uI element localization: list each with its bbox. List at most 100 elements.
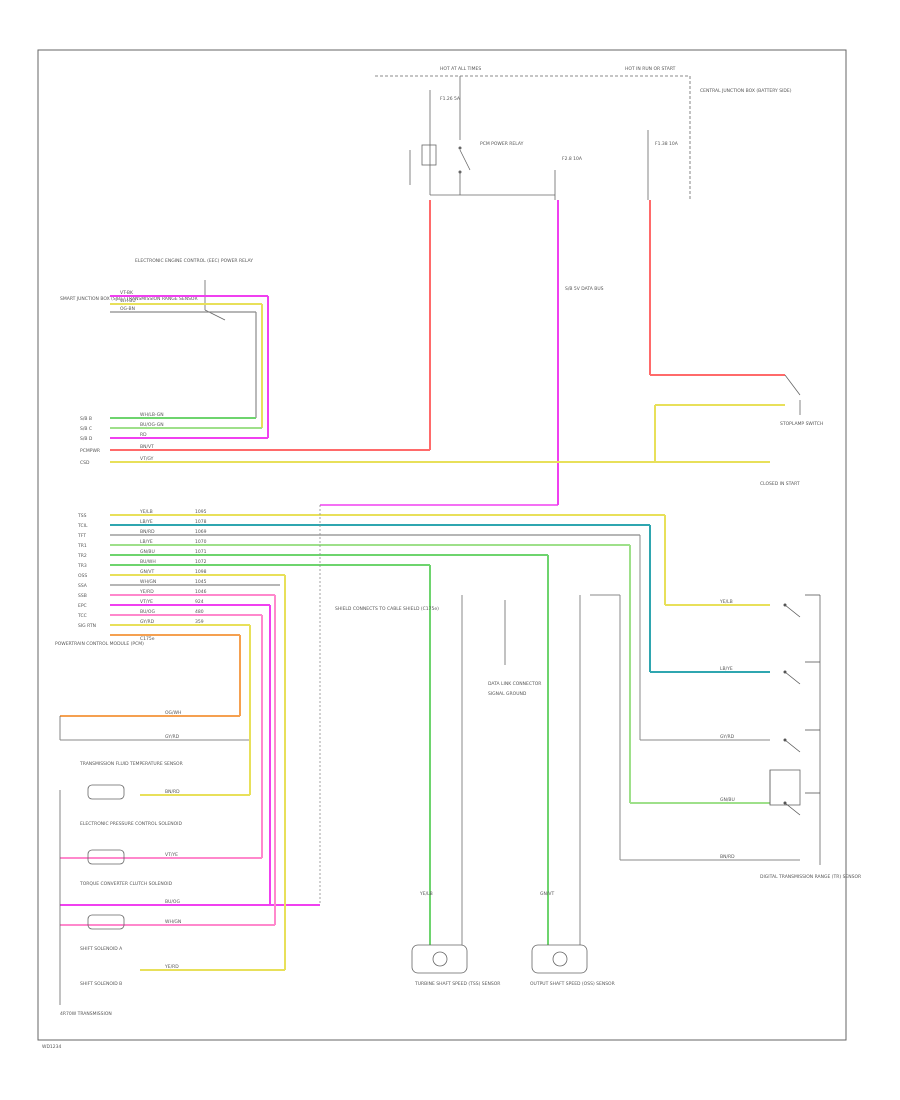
- pcm-b2-pin-name: SSA: [78, 583, 88, 589]
- pcm-b2-pin-name: TCC: [77, 613, 87, 619]
- left-wire-1: GY/RD: [165, 734, 180, 740]
- right-wire-2: GY/RD: [720, 734, 735, 740]
- fuse-pcm-label: F1.26 5A: [440, 96, 461, 102]
- left-wire-3: VT/YE: [165, 852, 178, 858]
- center-label-dlc: DATA LINK CONNECTOR: [488, 681, 541, 687]
- right-wire-1: LB/YE: [720, 666, 733, 672]
- footer-code: WD1234: [42, 1044, 62, 1050]
- right-range-sensor-wires: YE/LB LB/YE GY/RD GN/BU BN/RD DIGITAL TR…: [590, 515, 861, 880]
- top-pin-1: VT-BK: [120, 290, 134, 296]
- pcm-b1-wire-2: RD: [140, 432, 147, 438]
- pcm-b1-wire-0: WH/LB-GN: [140, 412, 164, 418]
- right-wire-4: BN/RD: [720, 854, 735, 860]
- pcm-b2-pin-wire: GN/BU: [140, 549, 155, 555]
- range-switch-terminal: [783, 670, 787, 674]
- range-switch-terminal: [783, 801, 787, 805]
- tss-wire: YE/LB: [419, 891, 433, 897]
- pcm-b2-pin-circuit: 1095: [195, 509, 207, 515]
- vertical-feeds: S/B 5V DATA BUS STOPLAMP SWITCH CLOSED I…: [429, 200, 823, 505]
- pcm-block-2: POWERTRAIN CONTROL MODULE (PCM) C175e: [55, 514, 665, 647]
- pcm-b2-pin-name: TR2: [77, 553, 87, 559]
- pcm-b2-pin-wire: YE/LB: [139, 509, 153, 515]
- pcm-b2-pin-name: EPC: [78, 603, 87, 609]
- pcm-b2-pin-wire: WH/GN: [140, 579, 156, 585]
- range-switch-contact: [784, 604, 801, 618]
- pcm-b1-name-0: S/B B: [80, 416, 92, 422]
- pcm-b2-pin-circuit: 480: [195, 609, 204, 615]
- range-sensor-label: DIGITAL TRANSMISSION RANGE (TR) SENSOR: [760, 874, 861, 880]
- range-switch-contact: [784, 802, 801, 816]
- right-wire-3: GN/BU: [720, 797, 735, 803]
- pcm-power-relay: F1.26 5A PCM POWER RELAY: [409, 76, 555, 196]
- pcm-b2-pin-circuit: 359: [195, 619, 204, 625]
- left-comp-2: TORQUE CONVERTER CLUTCH SOLENOID: [79, 881, 173, 887]
- left-comp-4: SHIFT SOLENOID B: [80, 981, 122, 987]
- pcm-b1-wire-3: BN/VT: [140, 444, 154, 450]
- pcm-b2-pin-wire: LB/YE: [140, 539, 153, 545]
- pcm-b2-pin-wire: GY/RD: [140, 619, 155, 625]
- oss-sensor: OUTPUT SHAFT SPEED (OSS) SENSOR GN/VT: [530, 891, 615, 987]
- pcm-top-header: ELECTRONIC ENGINE CONTROL (EEC) POWER RE…: [60, 258, 253, 321]
- bus-right-label: HOT IN RUN OR START: [625, 66, 676, 72]
- left-transmission-wiring: TRANSMISSION FLUID TEMPERATURE SENSOR EL…: [59, 575, 320, 1017]
- top-power-bus: HOT AT ALL TIMES HOT IN RUN OR START CEN…: [375, 66, 792, 200]
- pcm-b2-pin-name: SIG RTN: [78, 623, 96, 629]
- pcm-b2-pin-name: TFT: [77, 533, 86, 539]
- pcm-b2-pin-name: TR1: [77, 543, 87, 549]
- fuse-b-label: F1.38 10A: [655, 141, 679, 147]
- left-wire-5: WH/GN: [165, 919, 181, 925]
- pcm-b2-pin-wire: BU/WH: [140, 559, 156, 565]
- pcm-b2-pin-name: SSB: [78, 593, 87, 599]
- tss-label: TURBINE SHAFT SPEED (TSS) SENSOR: [414, 981, 500, 987]
- pcm-b2-pin-circuit: 924: [195, 599, 204, 605]
- top-pin-3: OG-BN: [120, 306, 135, 312]
- pcm-b1-name-4: CSD: [80, 460, 90, 466]
- pcm-b2-pin-circuit: 1070: [195, 539, 207, 545]
- pcm-b2-pin-wire: BN/RD: [140, 529, 155, 535]
- oss-label: OUTPUT SHAFT SPEED (OSS) SENSOR: [530, 981, 615, 987]
- left-wire-4: BU/OG: [165, 899, 180, 905]
- range-switch-terminal: [783, 603, 787, 607]
- pcm-b2-pin-circuit: 1045: [195, 579, 207, 585]
- range-switch-contact: [784, 671, 801, 685]
- brake-switch-label: STOPLAMP SWITCH: [780, 421, 823, 427]
- oss-wire: GN/VT: [540, 891, 554, 897]
- pcm-b1-name-2: S/B D: [80, 436, 93, 442]
- tss-sensor: TURBINE SHAFT SPEED (TSS) SENSOR YE/LB: [411, 891, 500, 987]
- pcm-b1-wire-4: VT/GY: [140, 456, 154, 462]
- pcm-conn-label: C175e: [140, 636, 155, 642]
- pcm-b2-pin-name: TSS: [77, 513, 87, 519]
- pcm-b2-pin-name: TR3: [77, 563, 87, 569]
- pcm-top-pins: VT-BK WH-BU OG-BN: [110, 290, 269, 438]
- pcm-b2-pin-circuit: 1071: [195, 549, 207, 555]
- pcm-b2-pin-wire: VT/YE: [140, 599, 153, 605]
- middle-note: SHIELD CONNECTS TO CABLE SHIELD (C175e): [335, 606, 439, 612]
- pcm-header-label: ELECTRONIC ENGINE CONTROL (EEC) POWER RE…: [135, 258, 253, 264]
- central-junction-label: CENTRAL JUNCTION BOX (BATTERY SIDE): [700, 88, 792, 94]
- diagram-frame: [37, 49, 847, 1041]
- left-comp-0: TRANSMISSION FLUID TEMPERATURE SENSOR: [79, 761, 183, 767]
- left-footer: 4R70W TRANSMISSION: [60, 1011, 112, 1017]
- sfp-title-label: SMART JUNCTION BOX (SJB) / TRANSMISSION …: [60, 296, 198, 302]
- pcm-b2-pin-circuit: 1069: [195, 529, 207, 535]
- center-label-gnd: SIGNAL GROUND: [488, 691, 527, 697]
- pcm-b2-pin-wire: LB/YE: [140, 519, 153, 525]
- pcm-b2-pin-name: OSS: [78, 573, 87, 579]
- fuse-b: F1.38 10A: [647, 130, 679, 200]
- pcm-b2-pin-name: TCIL: [77, 523, 88, 529]
- right-wire-0: YE/LB: [719, 599, 733, 605]
- sensor-verticals: SHIELD CONNECTS TO CABLE SHIELD (C175e) …: [319, 504, 581, 945]
- left-wire-2: BN/RD: [165, 789, 180, 795]
- range-switch-contact: [784, 739, 801, 753]
- range-switch-terminal: [783, 738, 787, 742]
- pcm-b1-name-3: PCMPWR: [80, 448, 100, 454]
- pcm-b2-pin-circuit: 1078: [195, 519, 207, 525]
- pcm-b2-pin-wire: BU/OG: [140, 609, 155, 615]
- closed-in-start-label: CLOSED IN START: [760, 481, 800, 487]
- pcm-b1-name-1: S/B C: [80, 426, 92, 432]
- pcm-b2-pin-circuit: 1072: [195, 559, 207, 565]
- fuse-a: F2.8 10A: [554, 156, 583, 200]
- pcm-block-1: S/B B WH/LB-GN S/B C BU/OG-GN S/B D RD P…: [80, 412, 770, 466]
